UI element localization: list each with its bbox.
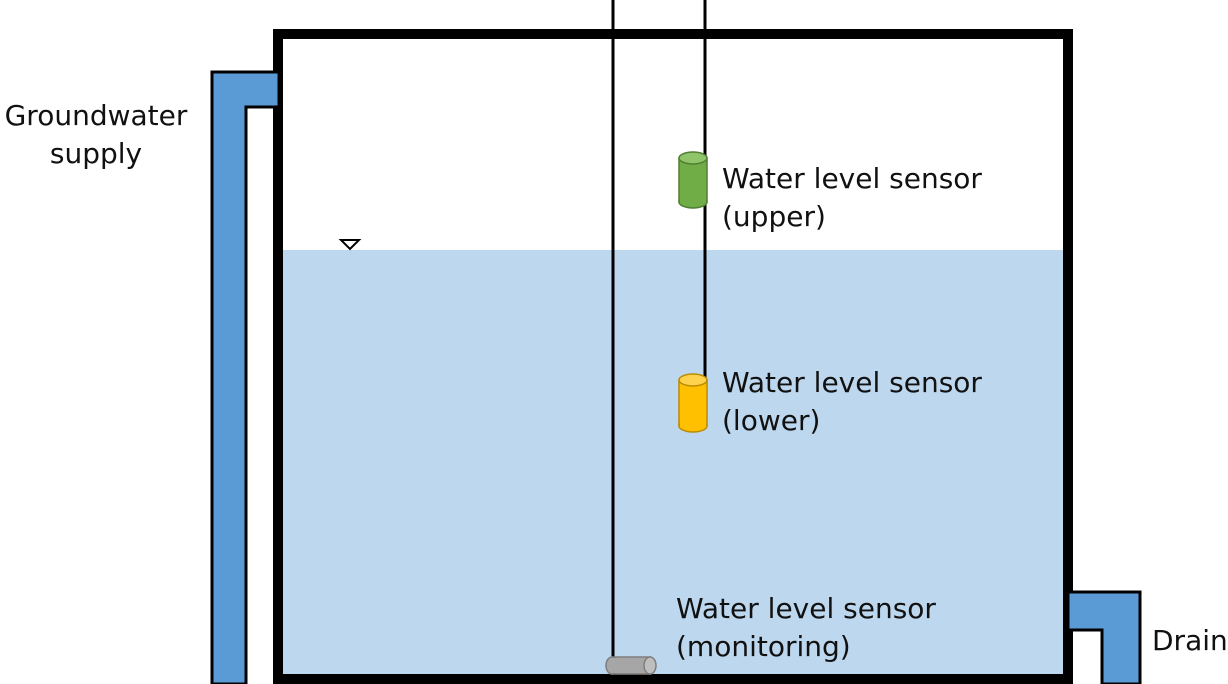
- upper-sensor-icon: [678, 151, 708, 209]
- drain-pipe: [1066, 590, 1142, 684]
- monitoring-sensor-icon: [605, 656, 657, 675]
- label-line: Water level sensor: [722, 162, 982, 195]
- water-body: [283, 250, 1063, 674]
- tank-wall: [273, 29, 1073, 684]
- label-line: (lower): [722, 404, 821, 437]
- label-line: supply: [49, 137, 143, 170]
- groundwater-supply-label: Groundwater supply: [1, 97, 191, 173]
- label-line: Water level sensor: [722, 366, 982, 399]
- label-line: (monitoring): [676, 630, 851, 663]
- drain-label: Drain: [1152, 624, 1228, 657]
- label-line: Groundwater: [4, 99, 188, 132]
- lower-sensor-icon: [678, 373, 708, 433]
- lower-sensor-label: Water level sensor (lower): [722, 364, 982, 440]
- upper-sensor-label: Water level sensor (upper): [722, 160, 982, 236]
- groundwater-inlet-pipe: [210, 70, 281, 684]
- water-level-marker-icon: [338, 239, 362, 251]
- monitoring-sensor-label: Water level sensor (monitoring): [676, 590, 936, 666]
- label-line: (upper): [722, 200, 826, 233]
- label-line: Water level sensor: [676, 592, 936, 625]
